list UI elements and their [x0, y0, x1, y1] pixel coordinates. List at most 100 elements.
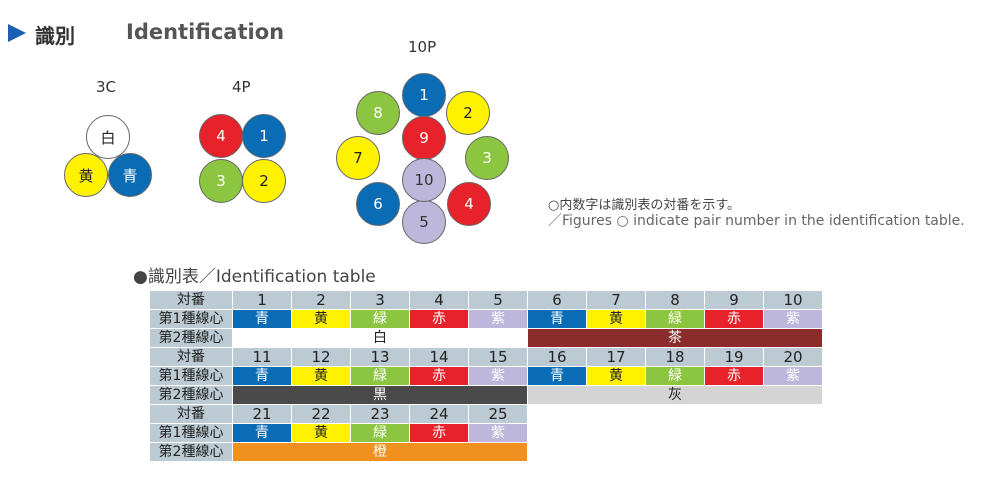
pair-number: 4 — [409, 290, 469, 310]
first-core-color: 紫 — [468, 309, 528, 329]
core-circle-p10: 3 — [465, 136, 509, 180]
first-core-color: 緑 — [645, 366, 705, 386]
pair-number: 13 — [350, 347, 410, 367]
pair-number: 14 — [409, 347, 469, 367]
table-row-first-core: 第1種線心青黄緑赤紫青黄緑赤紫 — [149, 366, 823, 386]
row-label-second: 第2種線心 — [149, 328, 233, 348]
first-core-color: 紫 — [468, 423, 528, 443]
pair-number: 5 — [468, 290, 528, 310]
row-label-first: 第1種線心 — [149, 309, 233, 329]
first-core-color: 緑 — [350, 309, 410, 329]
second-core-color: 橙 — [232, 442, 528, 462]
core-circle-p10: 5 — [402, 200, 446, 244]
first-core-color: 緑 — [350, 423, 410, 443]
second-core-color: 黒 — [232, 385, 528, 405]
pair-number: 22 — [291, 404, 351, 424]
first-core-color: 黄 — [586, 309, 646, 329]
pair-number: 16 — [527, 347, 587, 367]
first-core-color: 赤 — [409, 366, 469, 386]
table-row-first-core: 第1種線心青黄緑赤紫 — [149, 423, 823, 443]
second-core-color: 灰 — [527, 385, 823, 405]
pair-number: 10 — [763, 290, 823, 310]
core-circle-p10: 7 — [336, 136, 380, 180]
first-core-color: 赤 — [409, 309, 469, 329]
first-core-color: 赤 — [704, 309, 764, 329]
core-circle-p10: 6 — [356, 182, 400, 226]
first-core-color: 紫 — [763, 309, 823, 329]
first-core-color: 黄 — [291, 423, 351, 443]
row-label-first: 第1種線心 — [149, 366, 233, 386]
pair-number: 21 — [232, 404, 292, 424]
core-circle-c3: 黄 — [64, 153, 108, 197]
first-core-color: 青 — [232, 366, 292, 386]
title-arrow-icon — [8, 24, 26, 42]
row-label-second: 第2種線心 — [149, 385, 233, 405]
core-circle-p4: 1 — [242, 114, 286, 158]
pair-number: 23 — [350, 404, 410, 424]
pair-number: 6 — [527, 290, 587, 310]
row-label-pair: 対番 — [149, 404, 233, 424]
first-core-color: 青 — [527, 309, 587, 329]
table-row-second-core: 第2種線心白茶 — [149, 328, 823, 348]
diagram-label-4p: 4P — [232, 78, 251, 96]
core-circle-c3: 白 — [86, 115, 130, 159]
diagram-label-3c: 3C — [96, 78, 117, 96]
first-core-color: 緑 — [350, 366, 410, 386]
first-core-color: 青 — [232, 309, 292, 329]
note-en: ／Figures ○ indicate pair number in the i… — [548, 213, 965, 229]
table-row-second-core: 第2種線心橙 — [149, 442, 823, 462]
core-circle-p4: 3 — [199, 159, 243, 203]
first-core-color: 青 — [232, 423, 292, 443]
core-circle-c3: 青 — [108, 153, 152, 197]
row-label-first: 第1種線心 — [149, 423, 233, 443]
pair-number: 8 — [645, 290, 705, 310]
core-circle-p10: 9 — [402, 116, 446, 160]
core-circle-p10: 1 — [402, 73, 446, 117]
pair-number: 11 — [232, 347, 292, 367]
pair-number: 12 — [291, 347, 351, 367]
table-row-first-core: 第1種線心青黄緑赤紫青黄緑赤紫 — [149, 309, 823, 329]
pair-number: 20 — [763, 347, 823, 367]
row-label-second: 第2種線心 — [149, 442, 233, 462]
second-core-color: 白 — [232, 328, 528, 348]
first-core-color: 黄 — [291, 366, 351, 386]
first-core-color: 赤 — [704, 366, 764, 386]
core-circle-p4: 4 — [199, 114, 243, 158]
core-circle-p4: 2 — [242, 159, 286, 203]
pair-number: 24 — [409, 404, 469, 424]
pair-number: 19 — [704, 347, 764, 367]
pair-number: 9 — [704, 290, 764, 310]
first-core-color: 青 — [527, 366, 587, 386]
pair-number: 1 — [232, 290, 292, 310]
pair-number: 3 — [350, 290, 410, 310]
note-ja: ○内数字は識別表の対番を示す。 — [548, 198, 741, 213]
row-label-pair: 対番 — [149, 347, 233, 367]
first-core-color: 赤 — [409, 423, 469, 443]
first-core-color: 紫 — [468, 366, 528, 386]
pair-number: 7 — [586, 290, 646, 310]
core-circle-p10: 10 — [402, 158, 446, 202]
table-row-second-core: 第2種線心黒灰 — [149, 385, 823, 405]
table-title: ●識別表／Identification table — [133, 267, 376, 287]
first-core-color: 緑 — [645, 309, 705, 329]
section-title-ja: 識別 — [35, 24, 75, 48]
first-core-color: 黄 — [586, 366, 646, 386]
pair-number: 2 — [291, 290, 351, 310]
row-label-pair: 対番 — [149, 290, 233, 310]
second-core-color: 茶 — [527, 328, 823, 348]
first-core-color: 紫 — [763, 366, 823, 386]
first-core-color: 黄 — [291, 309, 351, 329]
core-circle-p10: 8 — [356, 91, 400, 135]
pair-number: 17 — [586, 347, 646, 367]
pair-number: 18 — [645, 347, 705, 367]
pair-number: 25 — [468, 404, 528, 424]
core-circle-p10: 4 — [447, 182, 491, 226]
diagram-label-10p: 10P — [408, 38, 437, 56]
pair-number: 15 — [468, 347, 528, 367]
core-circle-p10: 2 — [446, 91, 490, 135]
section-title-en: Identification — [126, 20, 285, 44]
